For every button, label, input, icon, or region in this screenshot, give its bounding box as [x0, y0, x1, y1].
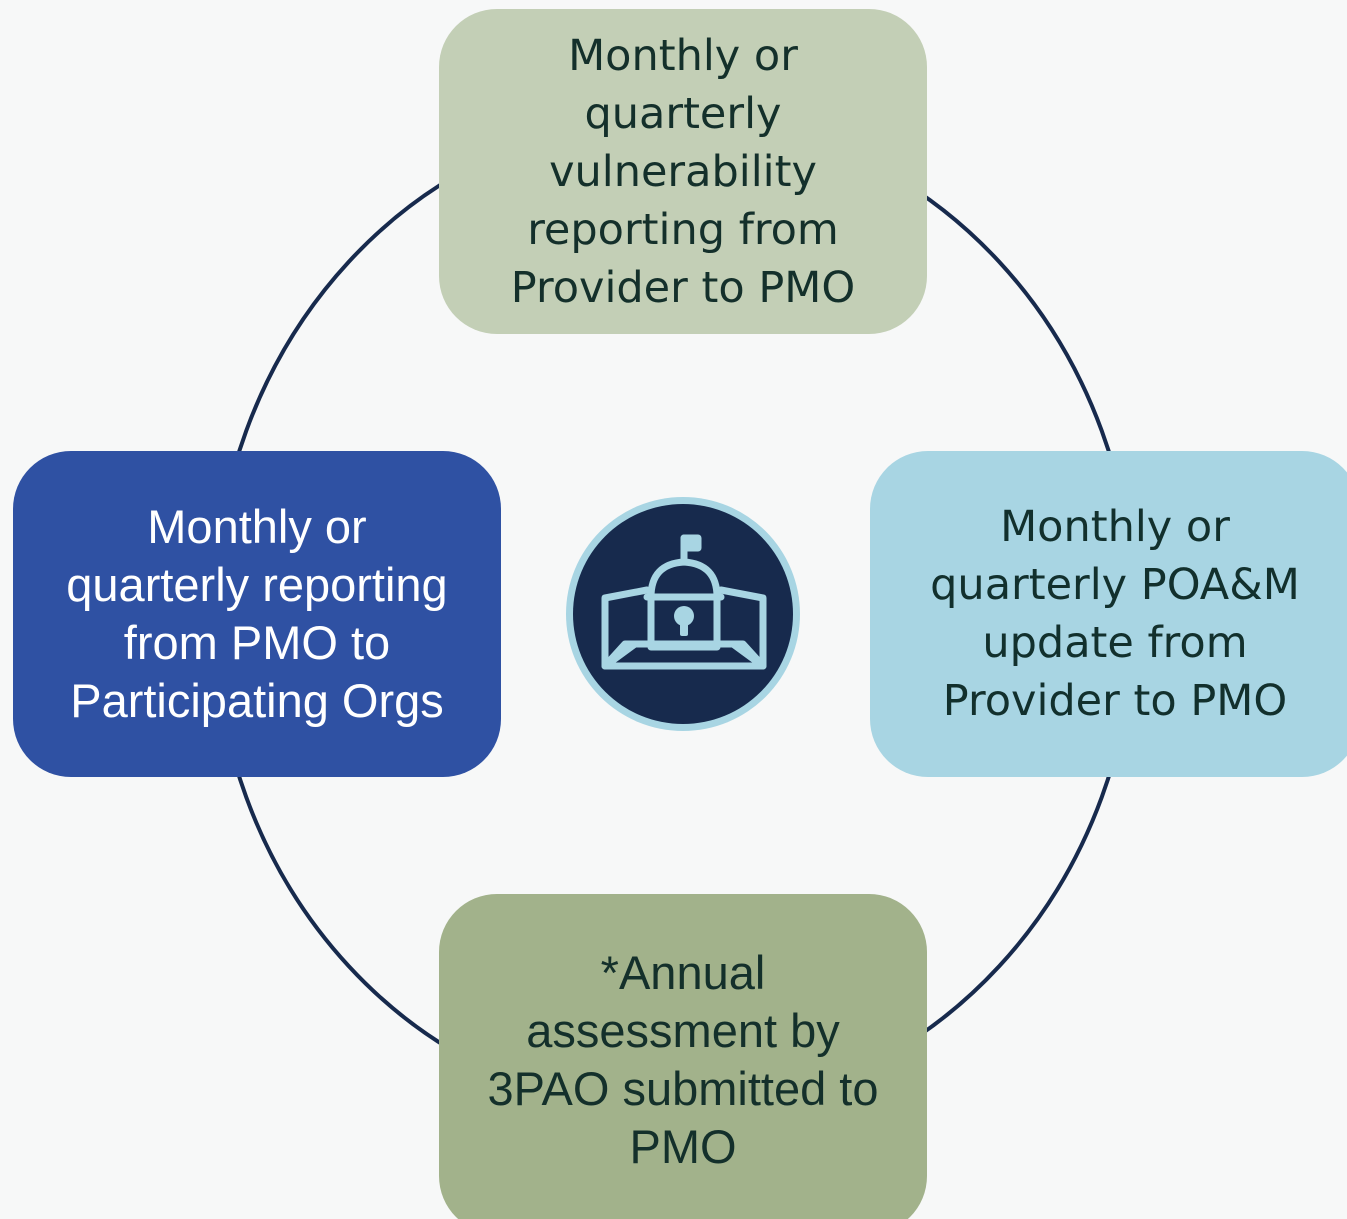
node-pmo-reporting: Monthly or quarterly reporting from PMO … [13, 451, 501, 777]
node-vulnerability-reporting-text: Monthly or quarterly vulnerability repor… [510, 30, 856, 313]
node-pmo-reporting-text: Monthly or quarterly reporting from PMO … [66, 500, 448, 727]
node-poam-update-text: Monthly or quarterly POA&M update from P… [930, 502, 1300, 726]
node-annual-assessment: *Annual assessment by 3PAO submitted to … [439, 894, 927, 1219]
node-poam-update: Monthly or quarterly POA&M update from P… [870, 451, 1347, 777]
node-annual-assessment-text: *Annual assessment by 3PAO submitted to … [487, 946, 879, 1173]
node-vulnerability-reporting: Monthly or quarterly vulnerability repor… [439, 9, 927, 334]
government-building-lock-icon [566, 497, 800, 731]
